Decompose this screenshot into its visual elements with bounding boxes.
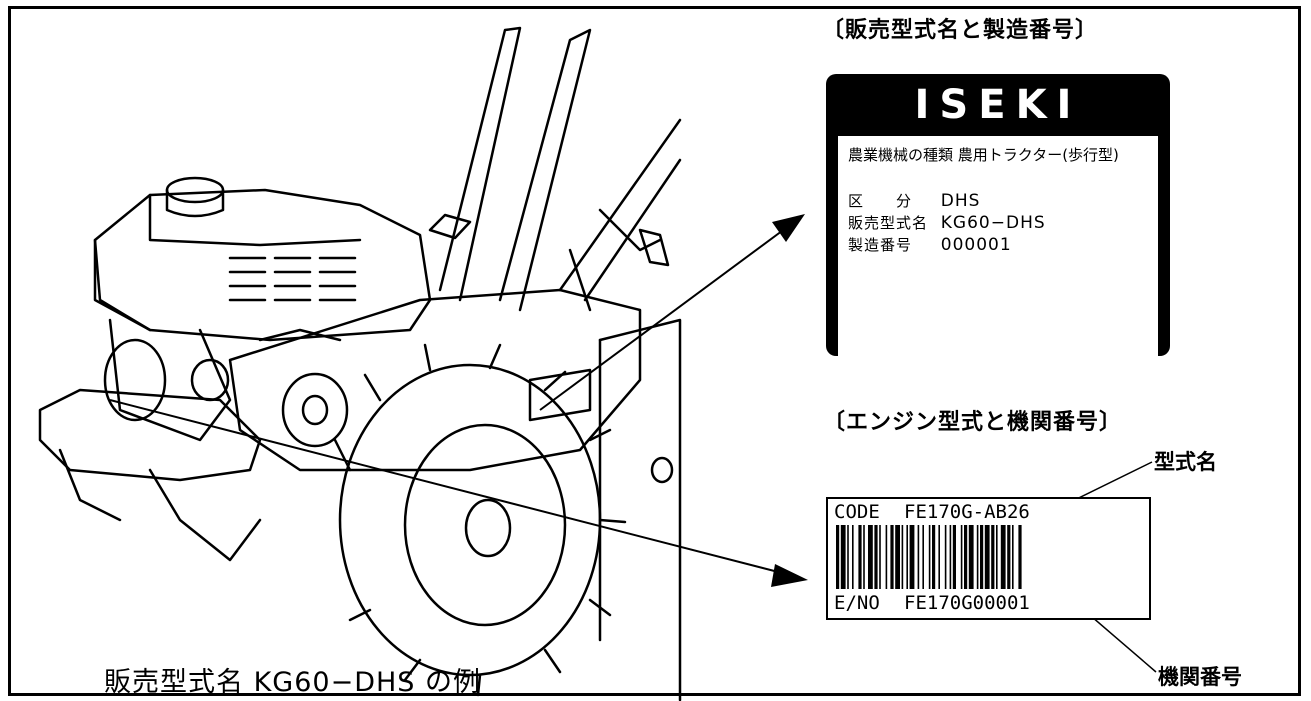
- barcode-bar: [1012, 525, 1014, 589]
- barcode-bar: [874, 525, 878, 589]
- barcode-bar: [885, 525, 888, 589]
- barcode-bar: [852, 525, 854, 589]
- machine-type-row: 農業機械の種類 農用トラクター(歩行型): [848, 144, 1119, 165]
- barcode-bar: [1007, 525, 1011, 589]
- engine-model-section-title: 〔エンジン型式と機関番号〕: [823, 410, 1123, 435]
- barcode-bar: [1000, 525, 1006, 589]
- model-name-callout: 型式名: [1154, 450, 1217, 474]
- barcode-bar: [984, 525, 990, 589]
- barcode-bar: [863, 525, 865, 589]
- engine-number-callout: 機関番号: [1158, 665, 1242, 689]
- sales-model-section-title: 〔販売型式名と製造番号〕: [822, 18, 1099, 43]
- eno-value: FE170G00001: [904, 592, 1030, 614]
- manufacturer-label: 製造会社: [888, 309, 953, 328]
- category-label: 区 分: [848, 192, 913, 210]
- barcode-bar: [938, 525, 940, 589]
- eno-key: E/NO: [834, 592, 880, 614]
- barcode-bar: [917, 525, 920, 589]
- serial-number-row: 製造番号 000001: [848, 234, 1012, 255]
- barcode-bar: [976, 525, 979, 589]
- category-value: DHS: [940, 191, 981, 211]
- barcode-bar: [991, 525, 995, 589]
- barcode-bar: [879, 525, 881, 589]
- code-line: CODE FE170G-AB26: [834, 501, 1030, 523]
- iseki-nameplate: ISEKI 農業機械の種類 農用トラクター(歩行型) 区 分 DHS 販売型式名…: [826, 74, 1170, 370]
- barcode-bar: [890, 525, 894, 589]
- barcode-bar: [868, 525, 873, 589]
- serial-number-value: 000001: [940, 235, 1012, 255]
- barcode-bar: [952, 525, 956, 589]
- barcode-bar: [949, 525, 952, 589]
- machine-type-label: 農業機械の種類: [848, 146, 954, 164]
- barcode-bar: [858, 525, 862, 589]
- sales-model-value: KG60−DHS: [940, 213, 1046, 233]
- barcode-bar: [895, 525, 900, 589]
- barcode-bar: [901, 525, 904, 589]
- barcode-bar: [944, 525, 947, 589]
- category-row: 区 分 DHS: [848, 190, 980, 211]
- nameplate-info-panel: 農業機械の種類 農用トラクター(歩行型) 区 分 DHS 販売型式名 KG60−…: [838, 136, 1158, 370]
- engine-number-line: E/NO FE170G00001: [834, 592, 1030, 614]
- sales-model-label: 販売型式名: [848, 214, 929, 232]
- figure-frame: [8, 6, 1301, 696]
- code-key: CODE: [834, 501, 880, 523]
- barcode-bar: [964, 525, 968, 589]
- engine-code-label: CODE FE170G-AB26 E/NO FE170G00001: [826, 497, 1151, 620]
- barcode-bar: [1018, 525, 1022, 589]
- barcode-bar: [909, 525, 915, 589]
- barcode: [836, 525, 1022, 589]
- company-english-line: ISEKI & CO., LTD. MADE IN JAPAN: [826, 330, 1170, 344]
- machine-type-value: 農用トラクター(歩行型): [957, 146, 1119, 164]
- company-english-name: ISEKI & CO., LTD.: [893, 330, 1008, 344]
- barcode-bar: [836, 525, 840, 589]
- sales-model-row: 販売型式名 KG60−DHS: [848, 212, 1046, 233]
- made-in-text: MADE IN JAPAN: [1011, 330, 1103, 344]
- barcode-bar: [928, 525, 931, 589]
- figure-caption: 販売型式名 KG60−DHS の例: [104, 667, 482, 698]
- manufacturer-line: 製造会社井関農機株式会社: [826, 304, 1170, 329]
- manufacturer-name: 井関農機株式会社: [963, 309, 1107, 329]
- barcode-bar: [960, 525, 963, 589]
- barcode-bar: [968, 525, 974, 589]
- serial-number-label: 製造番号: [848, 236, 913, 254]
- barcode-bar: [906, 525, 908, 589]
- barcode-bar: [922, 525, 924, 589]
- barcode-bar: [932, 525, 936, 589]
- code-value: FE170G-AB26: [904, 501, 1030, 523]
- barcode-bar: [980, 525, 984, 589]
- iseki-logo: ISEKI: [914, 82, 1082, 128]
- barcode-bar: [847, 525, 849, 589]
- barcode-bar: [840, 525, 846, 589]
- barcode-bar: [996, 525, 998, 589]
